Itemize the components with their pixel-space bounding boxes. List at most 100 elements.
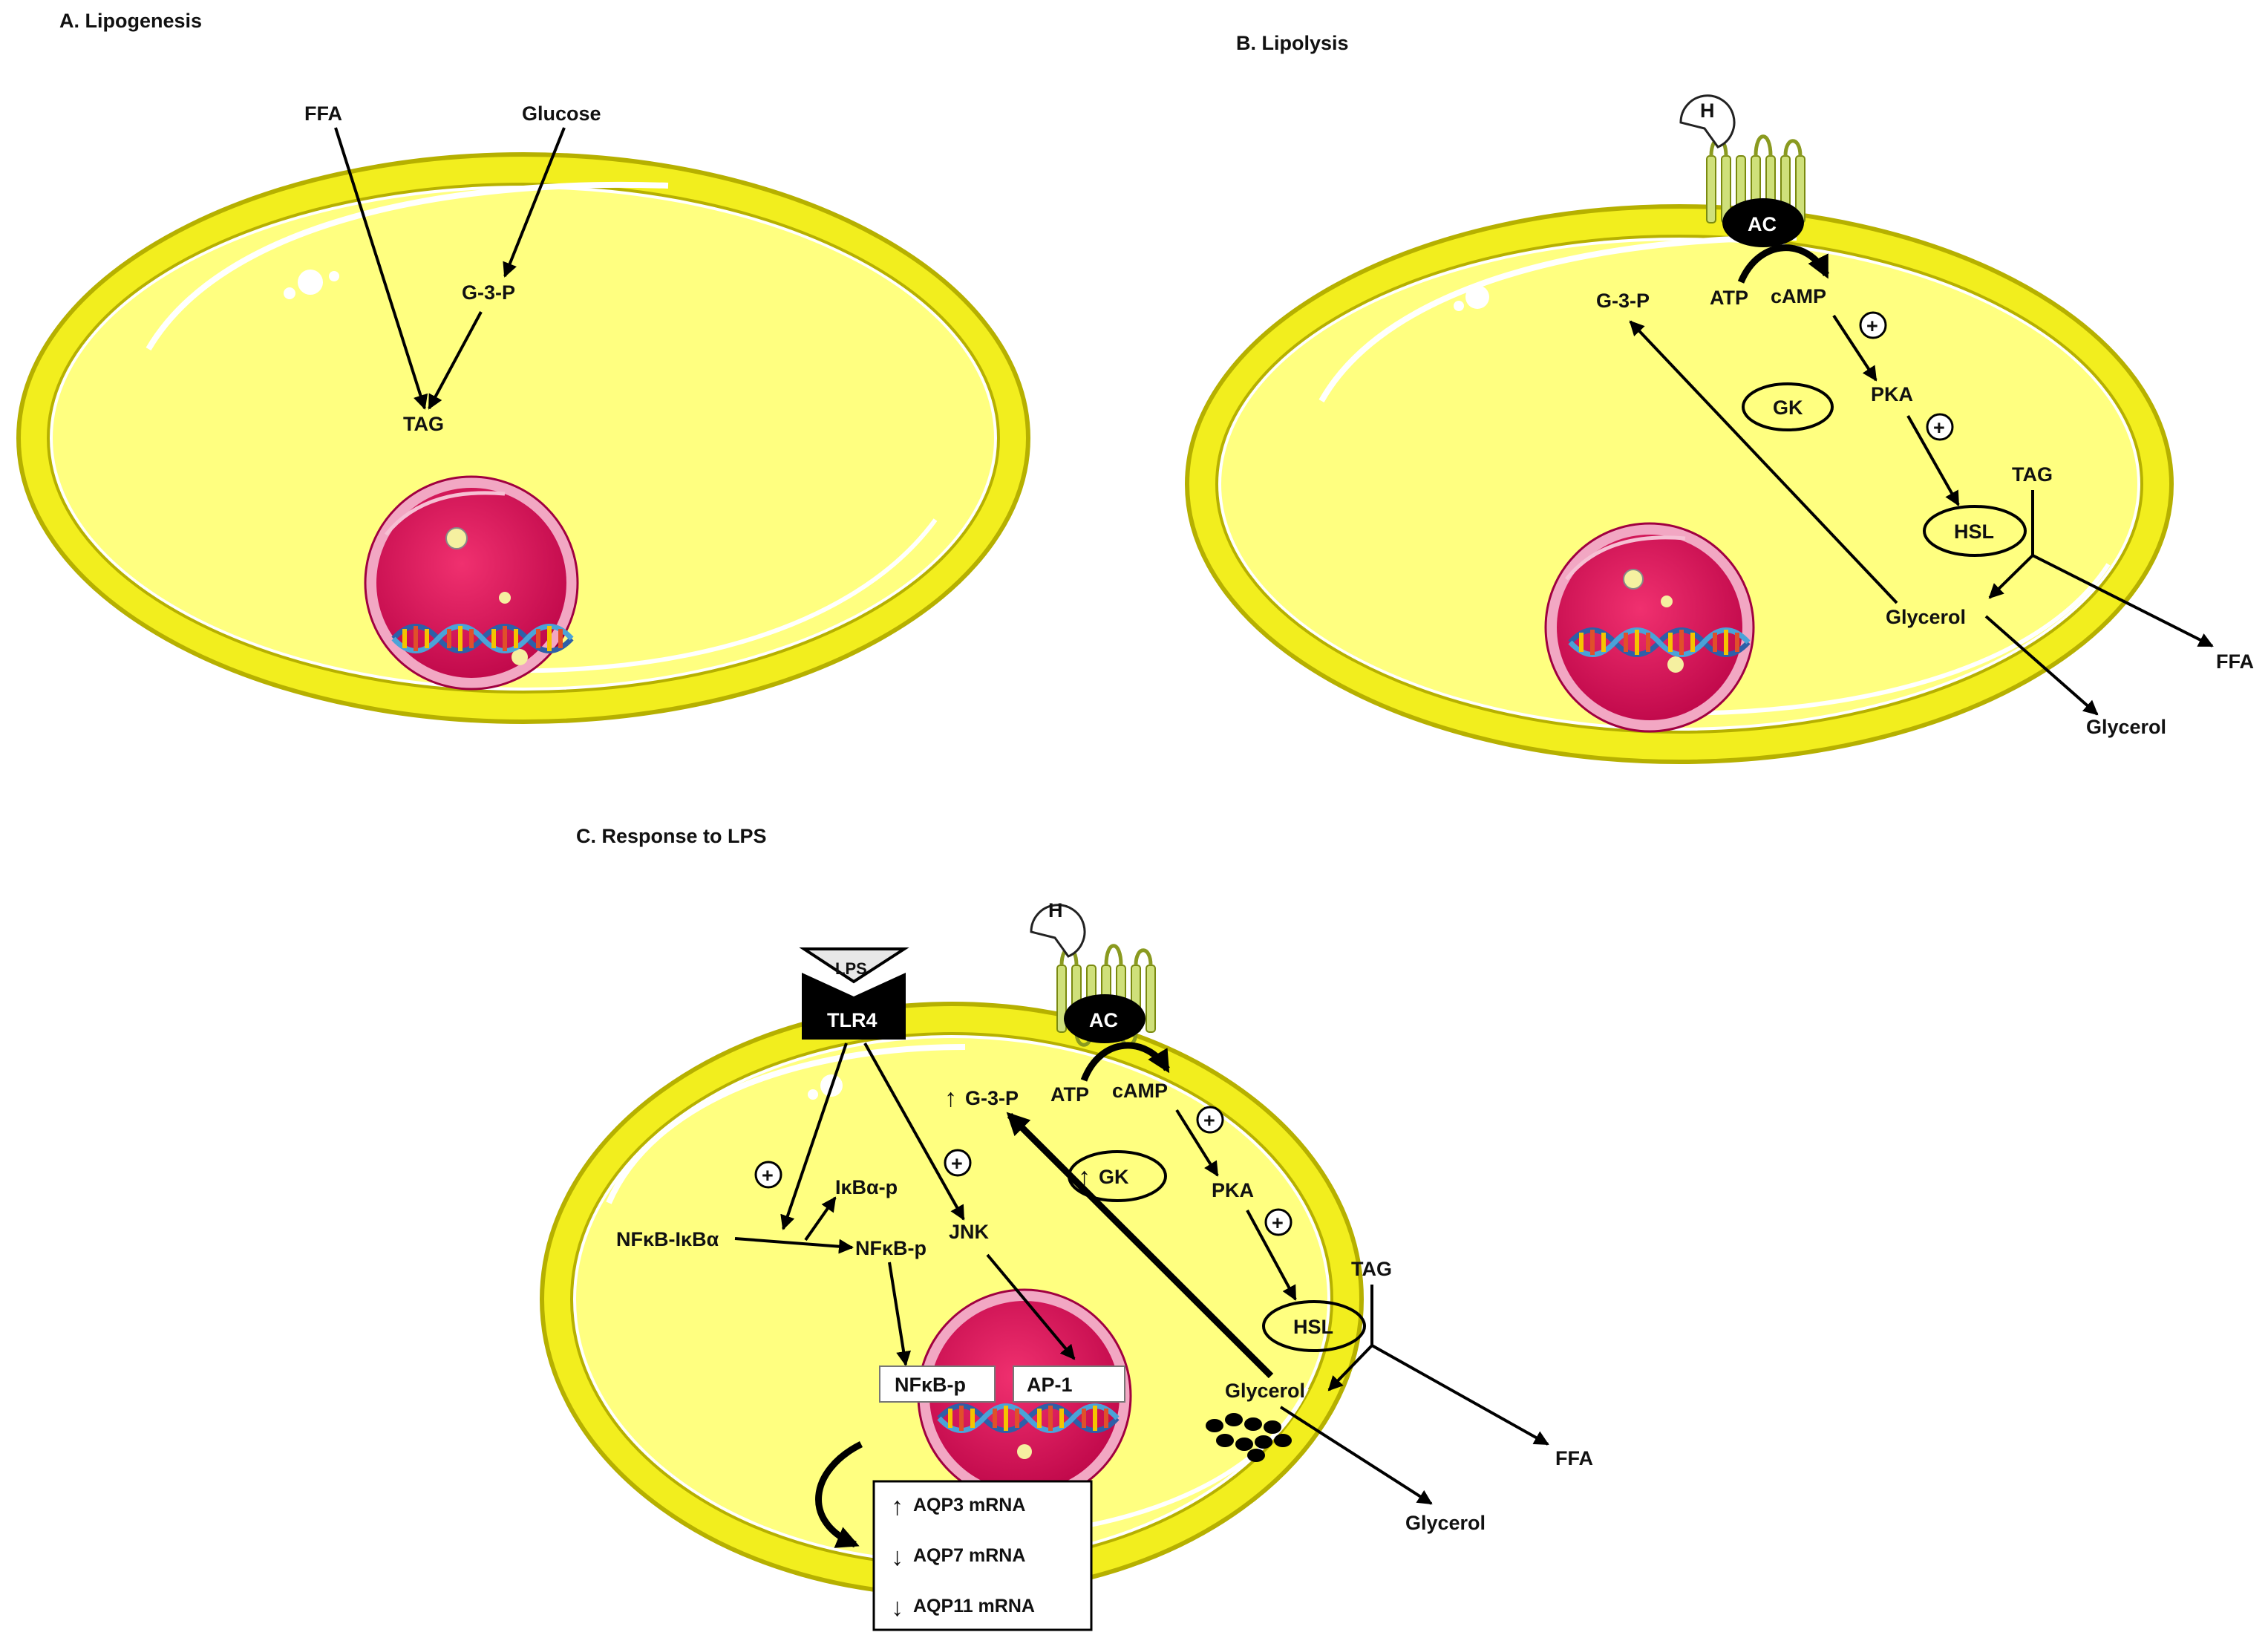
arrow-glycerol-to-g3p-c bbox=[1006, 1112, 1274, 1379]
mrna-0-arrow: ↑ bbox=[891, 1492, 903, 1521]
plus-badge-b2: + bbox=[1926, 413, 1954, 441]
arrow-glucose-to-g3p bbox=[503, 127, 566, 278]
tlr4-receptor: LPS TLR4 bbox=[799, 947, 909, 1040]
label-ffa-out-b: FFA bbox=[2216, 650, 2254, 673]
nucleus-b bbox=[1544, 522, 1755, 733]
svg-text:+: + bbox=[762, 1164, 774, 1187]
svg-text:GK: GK bbox=[1773, 397, 1803, 419]
diagram-a-arrows bbox=[334, 127, 566, 410]
label-g3p: G-3-P bbox=[462, 281, 515, 304]
cell-b-highlight bbox=[1318, 235, 1797, 402]
panel-c-title: C. Response to LPS bbox=[576, 825, 767, 847]
glycerol-droplets-c bbox=[1206, 1413, 1292, 1462]
cell-a-highlight bbox=[146, 181, 669, 351]
adenylyl-cyclase-b: AC bbox=[1722, 198, 1804, 247]
label-tlr4: TLR4 bbox=[827, 1009, 878, 1031]
tf-nfkb-p-box: NFκB-p bbox=[879, 1365, 996, 1403]
svg-text:+: + bbox=[1272, 1212, 1284, 1234]
cell-b-bubble bbox=[1465, 285, 1489, 309]
label-lps: LPS bbox=[835, 959, 867, 978]
mrna-0-label: AQP3 mRNA bbox=[913, 1495, 1025, 1515]
arrow-glycerol-out-c bbox=[1279, 1406, 1433, 1505]
arrow-tag-to-ffa-b bbox=[2032, 554, 2214, 647]
enzyme-gk-c: ↑ GK bbox=[1068, 1150, 1167, 1202]
mrna-1-label: AQP7 mRNA bbox=[913, 1545, 1025, 1566]
svg-text:HSL: HSL bbox=[1293, 1316, 1333, 1338]
label-ffa: FFA bbox=[304, 102, 342, 125]
label-tag: TAG bbox=[403, 413, 444, 435]
mrna-box: ↑ AQP3 mRNA ↓ AQP7 mRNA ↓ AQP11 mRNA bbox=[872, 1480, 1093, 1631]
cell-c bbox=[540, 1002, 1364, 1597]
label-nfkb-p: NFκB-p bbox=[855, 1237, 927, 1259]
arrow-camp-to-pka-b bbox=[1832, 314, 1878, 382]
cell-a-cytoplasm bbox=[53, 189, 994, 688]
label-glucose: Glucose bbox=[522, 102, 601, 125]
arrow-tag-to-glycerol-b bbox=[1988, 554, 2034, 599]
cell-b-highlight-bottom bbox=[1633, 563, 2111, 716]
label-glycerol-in-c: Glycerol bbox=[1225, 1380, 1305, 1402]
arrow-nucleus-to-mrna bbox=[815, 1440, 863, 1548]
label-g3p-b: G-3-P bbox=[1596, 290, 1650, 312]
mrna-1-arrow: ↓ bbox=[891, 1543, 903, 1571]
arrow-nfkb-p-to-nucleus bbox=[888, 1262, 912, 1366]
gpcr-receptor-c: H bbox=[1030, 899, 1155, 1045]
label-ffa-out-c: FFA bbox=[1555, 1447, 1593, 1469]
cell-b-bubble bbox=[1454, 301, 1464, 311]
label-ac-c: AC bbox=[1089, 1009, 1118, 1031]
arrow-nfkb-ikba-split bbox=[734, 1237, 854, 1254]
arrow-tlr4-to-jnk bbox=[863, 1042, 965, 1221]
label-g3p-c: G-3-P bbox=[965, 1087, 1019, 1109]
enzyme-hsl-c: HSL bbox=[1262, 1300, 1366, 1352]
arrow-camp-to-pka-c bbox=[1175, 1109, 1219, 1177]
arrow-ffa-to-tag bbox=[334, 127, 428, 410]
label-jnk: JNK bbox=[949, 1221, 990, 1243]
label-ikba-p: IκBα-p bbox=[835, 1176, 898, 1198]
enzyme-hsl-b: HSL bbox=[1923, 505, 2027, 557]
tlr4-body bbox=[802, 973, 906, 1040]
svg-text:+: + bbox=[1203, 1109, 1215, 1132]
arrow-jnk-to-nucleus bbox=[986, 1253, 1076, 1360]
label-ac-b: AC bbox=[1748, 213, 1777, 235]
arrow-atp-to-camp-b bbox=[1737, 244, 1830, 284]
cell-c-highlight bbox=[606, 1044, 966, 1204]
plus-badge-c3: + bbox=[754, 1161, 782, 1189]
cell-a-bubble bbox=[298, 270, 323, 295]
cell-a bbox=[16, 152, 1030, 724]
cell-a-bubble bbox=[329, 271, 339, 281]
cell-a-highlight-bottom bbox=[445, 518, 938, 673]
cell-a-bubble bbox=[284, 287, 295, 299]
adenylyl-cyclase-c: AC bbox=[1064, 994, 1146, 1043]
label-atp-c: ATP bbox=[1050, 1083, 1089, 1106]
svg-text:+: + bbox=[951, 1152, 963, 1175]
arrow-atp-to-camp-c bbox=[1080, 1042, 1170, 1082]
label-glycerol-out-b: Glycerol bbox=[2086, 716, 2166, 738]
gpcr-receptor-b: H bbox=[1679, 94, 1805, 235]
lps-ligand-icon bbox=[799, 947, 909, 984]
panel-a-title: A. Lipogenesis bbox=[59, 10, 202, 32]
label-glycerol-out-c: Glycerol bbox=[1405, 1512, 1486, 1534]
label-camp-c: cAMP bbox=[1112, 1080, 1168, 1102]
label-atp-b: ATP bbox=[1710, 287, 1748, 309]
svg-text:NFκB-p: NFκB-p bbox=[895, 1374, 966, 1396]
arrow-pka-to-hsl-c bbox=[1246, 1210, 1297, 1301]
plus-badge-b1: + bbox=[1859, 311, 1887, 339]
hormone-c-label: H bbox=[1048, 899, 1063, 921]
enzyme-gk-b: GK bbox=[1742, 382, 1834, 431]
arrow-g3p-to-tag bbox=[428, 311, 483, 410]
svg-text:AP-1: AP-1 bbox=[1027, 1374, 1073, 1396]
arrow-glycerol-to-g3p-b bbox=[1629, 320, 1898, 604]
plus-badge-c2: + bbox=[1264, 1208, 1293, 1236]
panel-c-lps-response: C. Response to LPS LPS TLR4 bbox=[540, 825, 1593, 1631]
cell-c-bubble bbox=[808, 1089, 818, 1100]
svg-text:+: + bbox=[1933, 417, 1945, 439]
panel-b-title: B. Lipolysis bbox=[1236, 32, 1349, 54]
label-glycerol-in-b: Glycerol bbox=[1886, 606, 1966, 628]
up-arrow-g3p-c: ↑ bbox=[944, 1084, 957, 1112]
hormone-b-label: H bbox=[1700, 99, 1715, 122]
panel-b-lipolysis: B. Lipolysis H bbox=[1185, 32, 2254, 764]
label-camp-b: cAMP bbox=[1771, 285, 1826, 307]
tf-ap1-box: AP-1 bbox=[1013, 1365, 1125, 1403]
svg-text:HSL: HSL bbox=[1954, 521, 1994, 543]
arrow-to-ikba-p bbox=[804, 1196, 837, 1241]
